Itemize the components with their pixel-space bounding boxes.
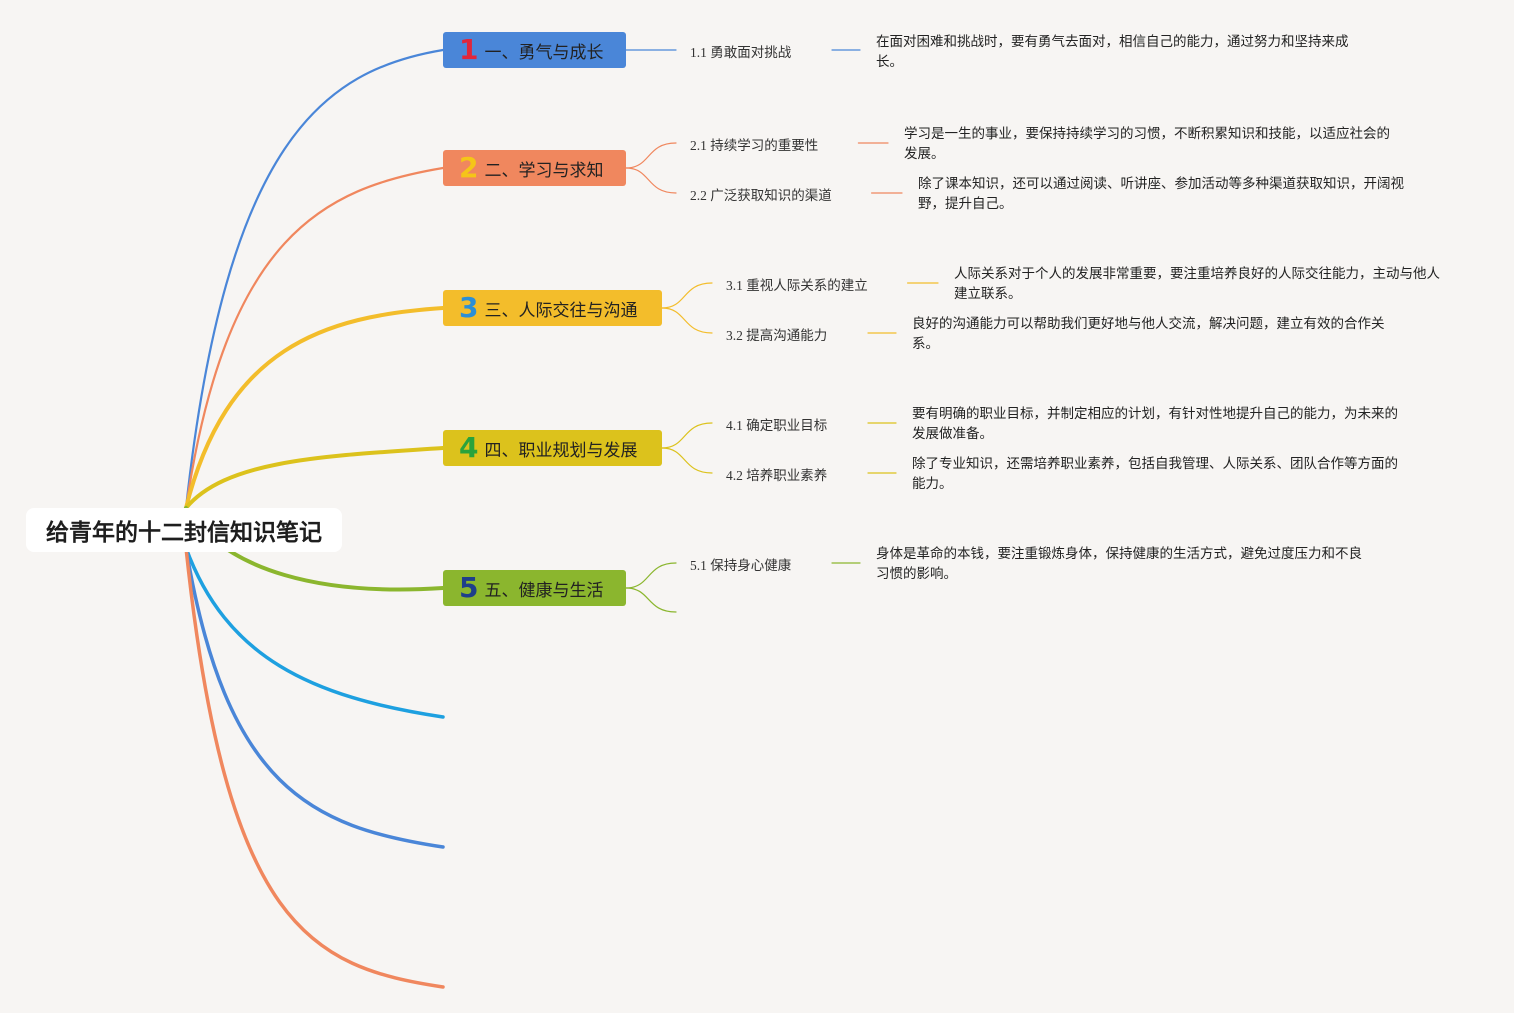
note-4-2: 除了专业知识，还需培养职业素养，包括自我管理、人际关系、团队合作等方面的能力。 bbox=[912, 456, 1398, 492]
branch-label: 一、勇气与成长 bbox=[484, 42, 604, 63]
branch-label: 四、职业规划与发展 bbox=[484, 440, 638, 461]
extra-branch-connector bbox=[184, 546, 445, 849]
root-topic[interactable]: 给青年的十二封信知识笔记 bbox=[26, 508, 342, 552]
subtopic-3-1[interactable]: 3.1 重视人际关系的建立 bbox=[726, 278, 868, 293]
branch-connector bbox=[184, 306, 445, 510]
branch-number: 3 bbox=[459, 291, 479, 324]
subtopic-2-1[interactable]: 2.1 持续学习的重要性 bbox=[690, 138, 819, 153]
subtopic-2-2[interactable]: 2.2 广泛获取知识的渠道 bbox=[690, 188, 832, 203]
branch-number: 4 bbox=[459, 431, 479, 464]
subtopic-3-2[interactable]: 3.2 提高沟通能力 bbox=[726, 328, 828, 343]
branch-connector bbox=[184, 48, 445, 510]
subtopic-4-2[interactable]: 4.2 培养职业素养 bbox=[726, 468, 828, 483]
subtopic-4-1[interactable]: 4.1 确定职业目标 bbox=[726, 418, 828, 433]
extra-branch-connector bbox=[184, 546, 445, 719]
sub-connector bbox=[661, 447, 713, 474]
sub-connector bbox=[625, 587, 677, 613]
subtopic-5-1[interactable]: 5.1 保持身心健康 bbox=[690, 558, 792, 573]
note-2-1: 学习是一生的事业，要保持持续学习的习惯，不断积累知识和技能，以适应社会的发展。 bbox=[904, 126, 1390, 162]
note-5-1: 身体是革命的本钱，要注重锻炼身体，保持健康的生活方式，避免过度压力和不良习惯的影… bbox=[876, 546, 1362, 582]
branch-label: 二、学习与求知 bbox=[484, 160, 604, 181]
branch-label: 三、人际交往与沟通 bbox=[484, 300, 638, 321]
extra-branch-connector bbox=[184, 546, 445, 989]
note-1-1: 在面对困难和挑战时，要有勇气去面对，相信自己的能力，通过努力和坚持来成长。 bbox=[876, 34, 1349, 70]
sub-connector bbox=[625, 167, 677, 194]
sub-connector bbox=[661, 282, 713, 309]
note-2-2: 除了课本知识，还可以通过阅读、听讲座、参加活动等多种渠道获取知识，开阔视野，提升… bbox=[918, 176, 1404, 212]
branch-number: 2 bbox=[459, 151, 479, 184]
branch-connector bbox=[184, 446, 445, 510]
note-3-2: 良好的沟通能力可以帮助我们更好地与他人交流，解决问题，建立有效的合作关系。 bbox=[912, 316, 1385, 352]
sub-connector bbox=[625, 562, 677, 589]
note-3-1: 人际关系对于个人的发展非常重要，要注重培养良好的人际交往能力，主动与他人建立联系… bbox=[954, 266, 1440, 302]
sub-connector bbox=[661, 422, 713, 449]
root-title: 给青年的十二封信知识笔记 bbox=[46, 520, 322, 546]
branch-connector bbox=[184, 166, 445, 510]
branch-label: 五、健康与生活 bbox=[484, 580, 604, 601]
branch-number: 1 bbox=[459, 33, 479, 66]
subtopic-1-1[interactable]: 1.1 勇敢面对挑战 bbox=[690, 45, 792, 60]
branch-number: 5 bbox=[459, 571, 479, 604]
sub-connector bbox=[661, 307, 713, 334]
note-4-1: 要有明确的职业目标，并制定相应的计划，有针对性地提升自己的能力，为未来的发展做准… bbox=[912, 406, 1398, 442]
sub-connector bbox=[625, 142, 677, 169]
